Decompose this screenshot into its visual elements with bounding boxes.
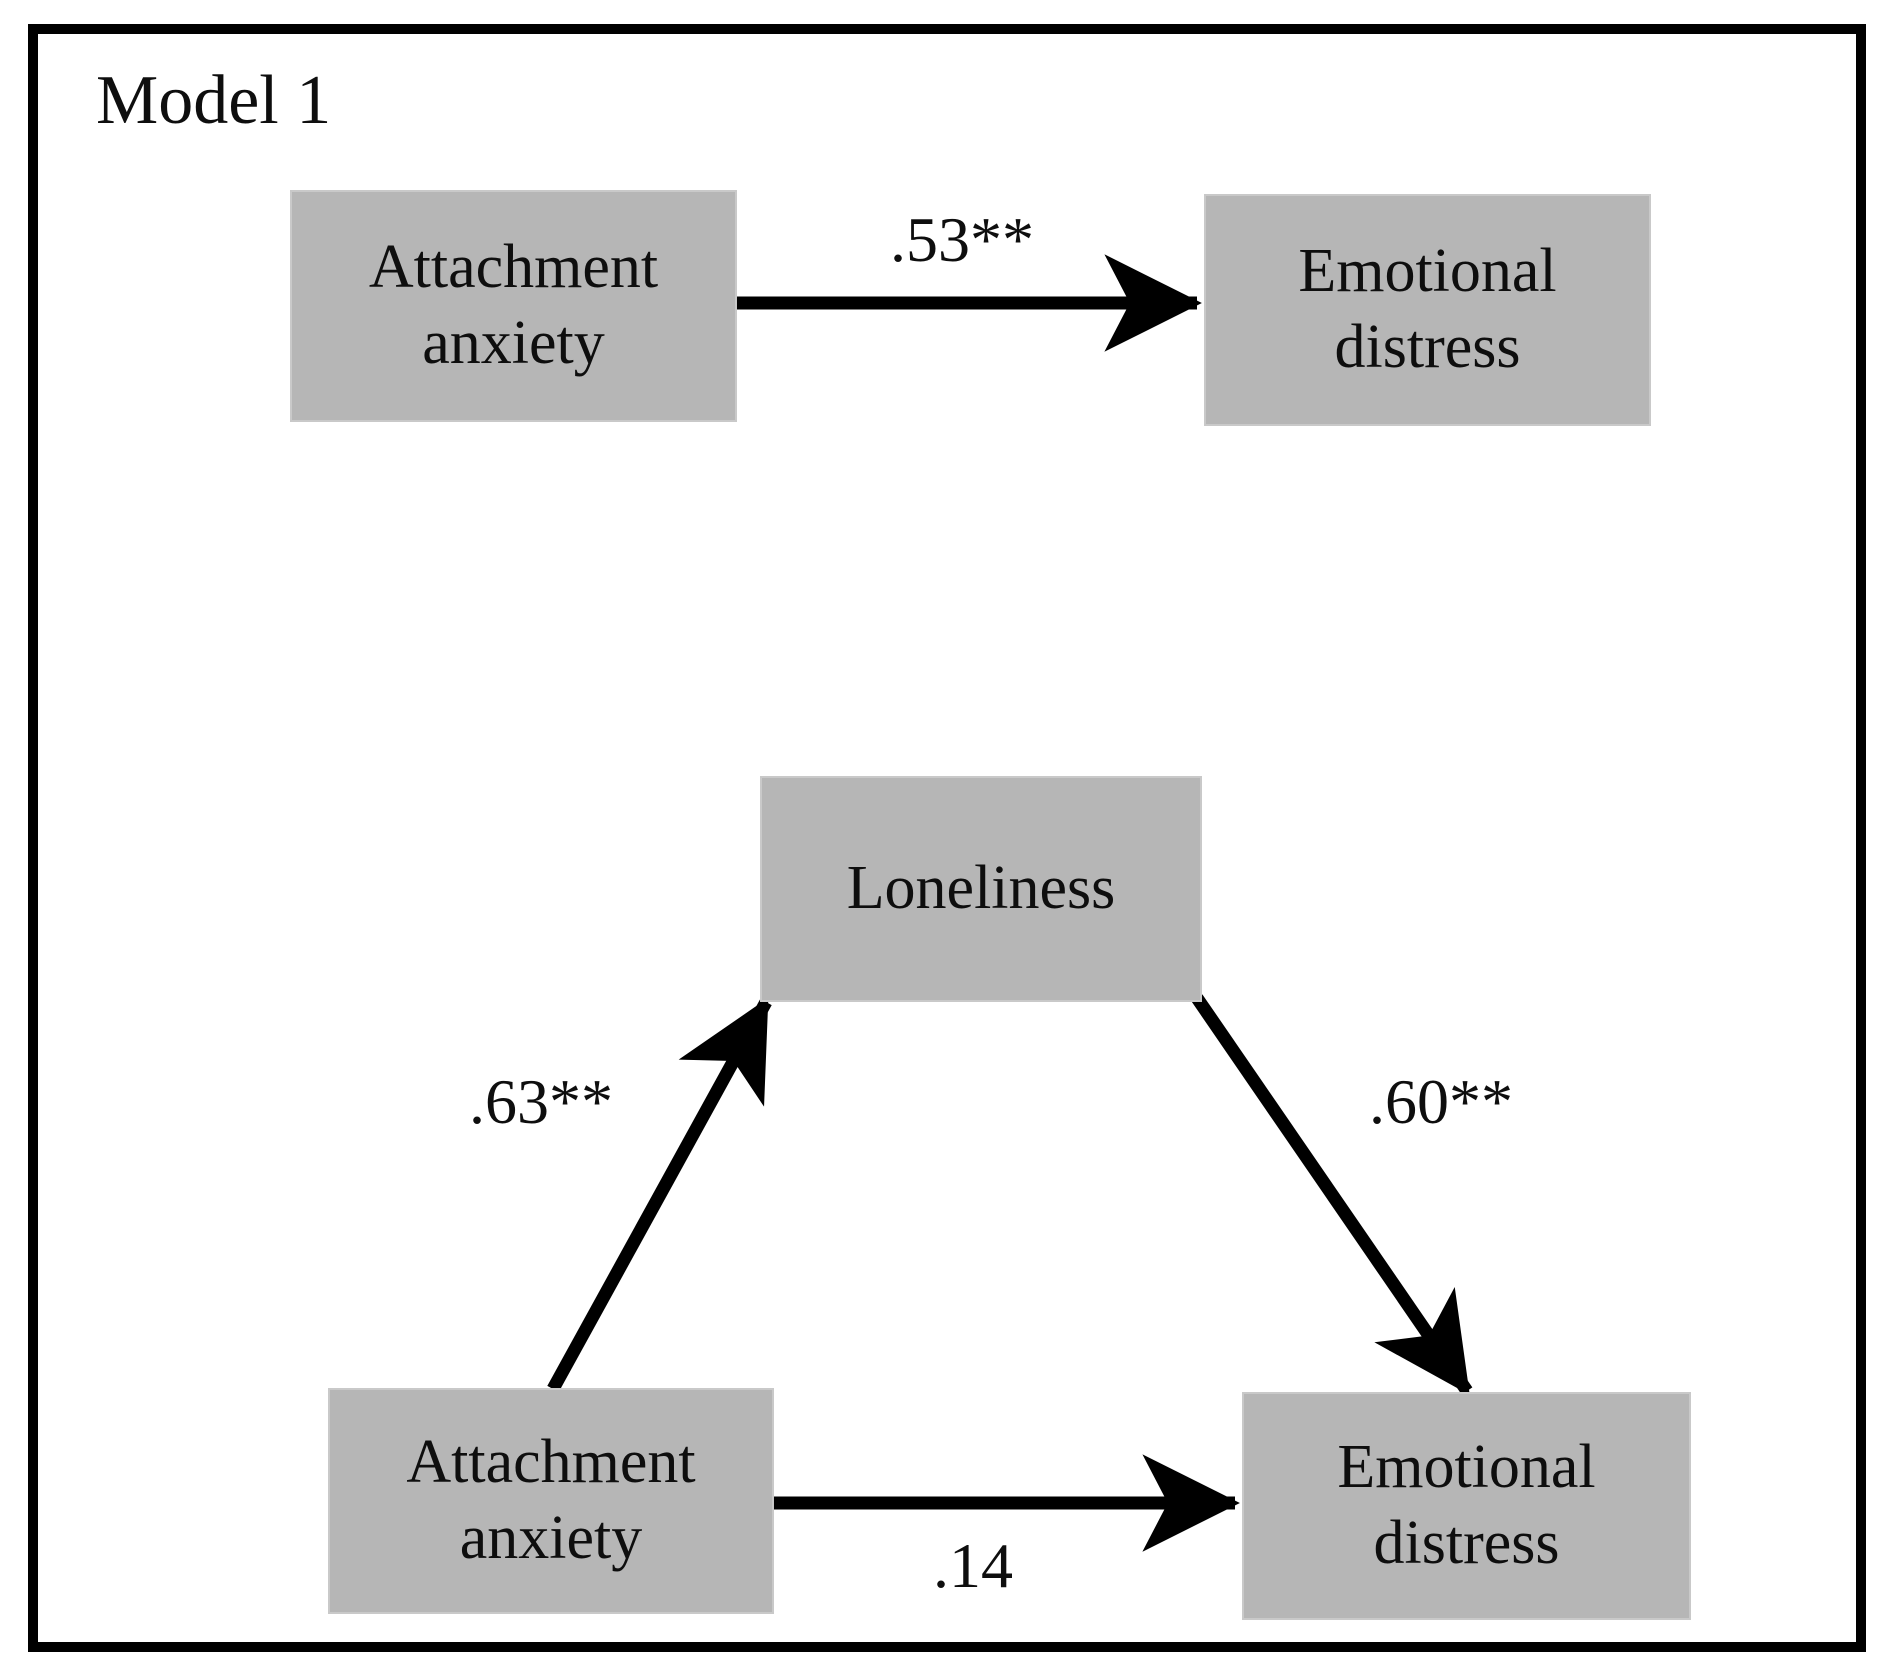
- coefficient-b-path: .60**: [1369, 1066, 1513, 1137]
- box-attachment-anxiety-top-label: Attachment anxiety: [368, 233, 659, 377]
- box-emotional-distress-top: Emotional distress: [1206, 196, 1649, 424]
- box-emotional-distress-top-label: Emotional distress: [1298, 237, 1557, 381]
- model-title: Model 1: [96, 62, 332, 139]
- box-emotional-distress-bottom-label: Emotional distress: [1337, 1433, 1596, 1577]
- box-loneliness: Loneliness: [762, 778, 1200, 1000]
- coefficient-total-effect: .53**: [890, 204, 1034, 275]
- box-emotional-distress-bottom: Emotional distress: [1244, 1394, 1689, 1618]
- box-attachment-anxiety-top: Attachment anxiety: [292, 192, 735, 420]
- box-attachment-anxiety-bottom: Attachment anxiety: [330, 1390, 772, 1612]
- coefficient-a-path: .63**: [469, 1066, 613, 1137]
- box-loneliness-label: Loneliness: [846, 854, 1116, 923]
- coefficient-direct-effect: .14: [933, 1530, 1013, 1601]
- box-attachment-anxiety-bottom-label: Attachment anxiety: [406, 1428, 696, 1572]
